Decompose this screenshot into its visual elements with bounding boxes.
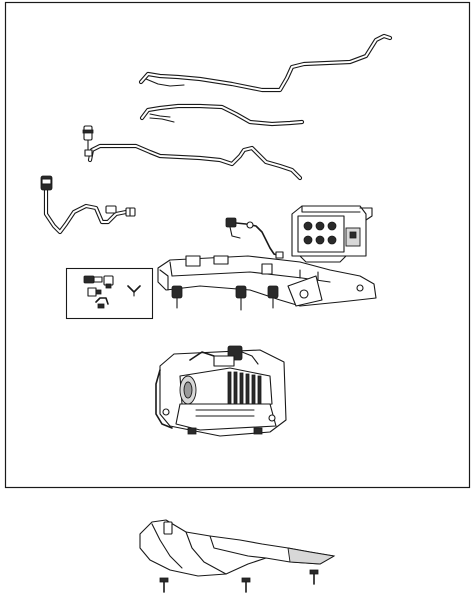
compressor-air-hose[interactable] <box>40 175 136 235</box>
mounting-bracket-assembly[interactable] <box>157 255 377 311</box>
air-compressor-assembly[interactable] <box>155 345 287 437</box>
shield-bracket[interactable] <box>139 519 336 577</box>
mounting-bolts[interactable] <box>159 569 319 593</box>
upper-air-line[interactable] <box>138 33 393 93</box>
middle-air-line[interactable] <box>139 103 305 127</box>
fitting-kit-inset[interactable] <box>65 267 154 320</box>
solenoid-valve-block[interactable] <box>291 205 373 263</box>
lower-air-line-with-fitting[interactable] <box>82 125 303 181</box>
wiring-harness-pigtail[interactable] <box>225 217 284 259</box>
parts-group-frame <box>4 1 471 489</box>
